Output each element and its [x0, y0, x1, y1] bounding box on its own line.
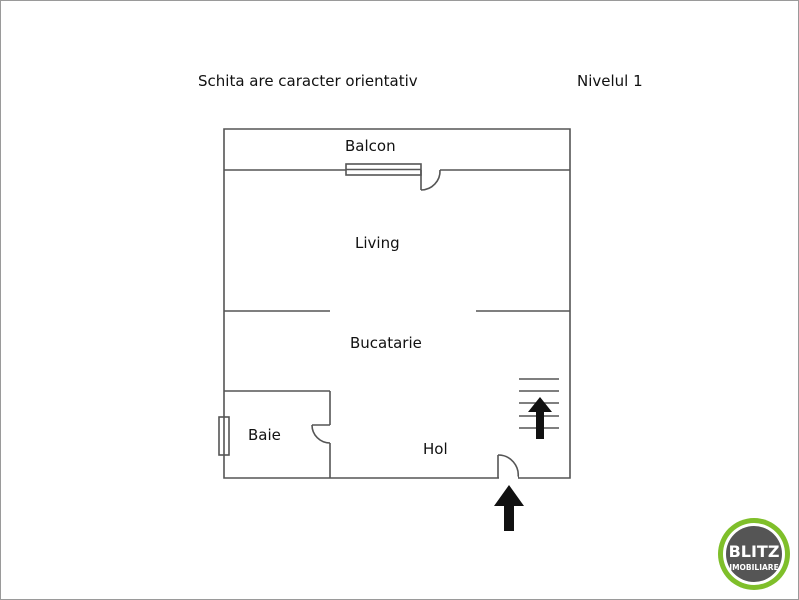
disclaimer-text: Schita are caracter orientativ	[198, 72, 418, 90]
outer-wall	[223, 128, 571, 479]
logo-sub-text: IMOBILIARE	[729, 563, 778, 572]
room-label-balcon: Balcon	[345, 137, 396, 155]
blitz-logo: BLITZ IMOBILIARE	[718, 518, 790, 590]
balcony-door-swing	[420, 169, 441, 191]
walls	[218, 128, 571, 479]
logo-brand-text: BLITZ	[729, 542, 780, 561]
room-label-baie: Baie	[248, 426, 281, 444]
entrance-door-swing	[497, 454, 520, 479]
arrow-up-icon	[494, 485, 524, 531]
logo-disc	[726, 526, 782, 582]
room-label-hol: Hol	[423, 440, 448, 458]
stairs-up-icon	[528, 397, 552, 439]
bath-window	[218, 416, 230, 456]
room-label-living: Living	[355, 234, 400, 252]
level-label: Nivelul 1	[577, 72, 643, 90]
room-label-bucatarie: Bucatarie	[350, 334, 422, 352]
bath-door-swing	[311, 424, 331, 444]
